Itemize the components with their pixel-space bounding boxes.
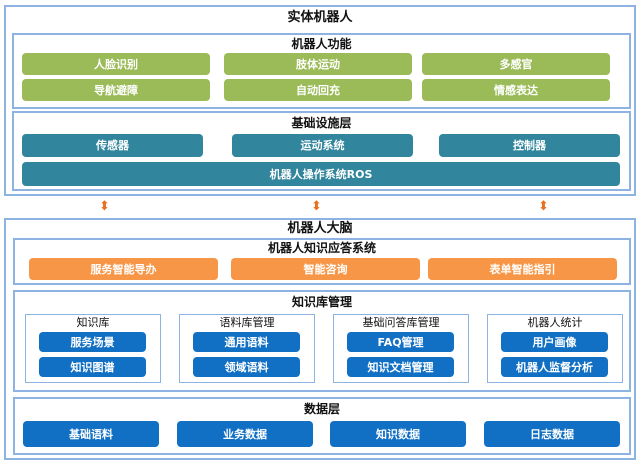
physical-robot-panel: 实体机器人 机器人功能 人脸识别 肢体运动 多感官 导航避障 自动回充 情感表达… <box>4 5 636 196</box>
group-title: 机器人统计 <box>527 316 583 329</box>
kb-group-corpus: 语料库管理 通用语料 领域语料 <box>179 314 315 383</box>
function-navigation: 导航避障 <box>22 79 210 101</box>
group-title: 语料库管理 <box>219 316 275 329</box>
function-body-motion: 肢体运动 <box>224 53 412 75</box>
robot-functions-panel: 机器人功能 人脸识别 肢体运动 多感官 导航避障 自动回充 情感表达 <box>12 33 631 109</box>
kb-group-statistics: 机器人统计 用户画像 机器人监督分析 <box>487 314 623 383</box>
group-item: 用户画像 <box>501 332 608 352</box>
function-emotion: 情感表达 <box>422 79 610 101</box>
group-item: 领域语料 <box>193 357 300 377</box>
qa-system-title: 机器人知识应答系统 <box>267 241 376 255</box>
qa-form-guide: 表单智能指引 <box>428 258 617 280</box>
group-item: 知识图谱 <box>39 357 146 377</box>
group-title: 知识库 <box>76 316 110 329</box>
physical-robot-title: 实体机器人 <box>287 10 353 25</box>
kb-management-title: 知识库管理 <box>291 295 352 309</box>
group-item: 知识文档管理 <box>347 357 454 377</box>
robot-brain-title: 机器人大脑 <box>287 221 353 236</box>
kb-management-panel: 知识库管理 知识库 服务场景 知识图谱 语料库管理 通用语料 领域语料 基础问答… <box>13 290 631 392</box>
group-item: FAQ管理 <box>347 332 454 352</box>
data-layer-title: 数据层 <box>303 402 340 416</box>
data-business: 业务数据 <box>177 421 313 447</box>
controller-block: 控制器 <box>439 134 620 157</box>
data-knowledge: 知识数据 <box>330 421 466 447</box>
data-logs: 日志数据 <box>484 421 620 447</box>
data-basic-corpus: 基础语料 <box>23 421 159 447</box>
function-face-recognition: 人脸识别 <box>22 53 210 75</box>
infrastructure-panel: 基础设施层 传感器 运动系统 控制器 机器人操作系统ROS <box>12 111 631 191</box>
qa-system-panel: 机器人知识应答系统 服务智能导办 智能咨询 表单智能指引 <box>13 238 631 285</box>
ros-block: 机器人操作系统ROS <box>22 162 620 186</box>
kb-group-faq: 基础问答库管理 FAQ管理 知识文档管理 <box>333 314 469 383</box>
robot-brain-panel: 机器人大脑 机器人知识应答系统 服务智能导办 智能咨询 表单智能指引 知识库管理… <box>4 218 636 460</box>
group-item: 机器人监督分析 <box>501 357 608 377</box>
sensor-block: 传感器 <box>22 134 203 157</box>
data-layer-panel: 数据层 基础语料 业务数据 知识数据 日志数据 <box>13 397 631 455</box>
qa-service-guide: 服务智能导办 <box>29 258 218 280</box>
group-item: 服务场景 <box>39 332 146 352</box>
function-multi-sense: 多感官 <box>422 53 610 75</box>
robot-functions-title: 机器人功能 <box>291 37 352 51</box>
function-auto-recharge: 自动回充 <box>224 79 412 101</box>
bidirectional-arrow-icon: ⬍ <box>538 199 549 214</box>
bidirectional-arrow-icon: ⬍ <box>311 199 322 214</box>
kb-group-knowledge-base: 知识库 服务场景 知识图谱 <box>25 314 161 383</box>
qa-smart-consult: 智能咨询 <box>231 258 420 280</box>
bidirectional-arrow-icon: ⬍ <box>99 199 110 214</box>
group-title: 基础问答库管理 <box>362 316 440 329</box>
motion-system-block: 运动系统 <box>232 134 413 157</box>
group-item: 通用语料 <box>193 332 300 352</box>
infrastructure-title: 基础设施层 <box>291 116 352 130</box>
